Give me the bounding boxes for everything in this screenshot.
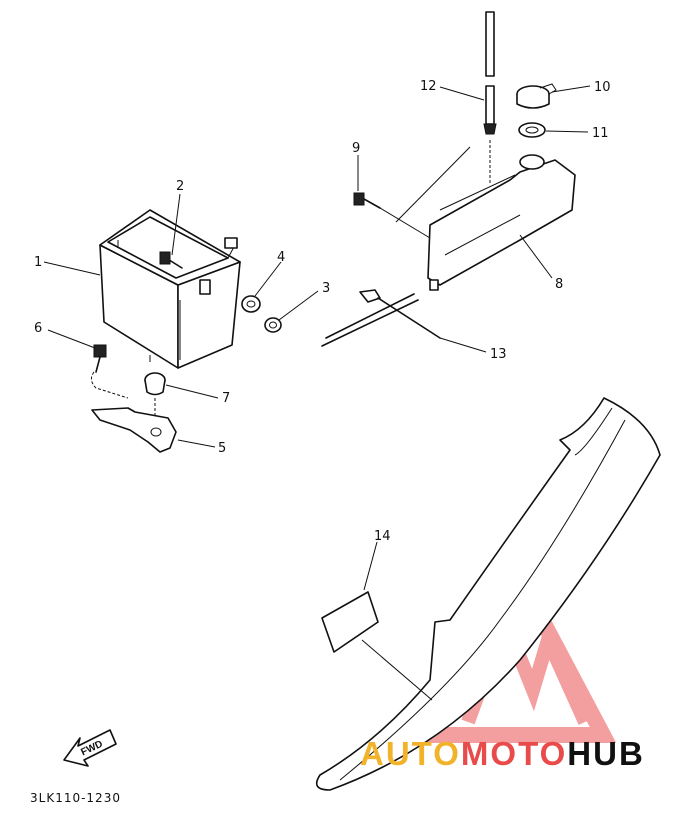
callout-12: 12 <box>420 79 437 94</box>
cap-part-10 <box>516 83 591 109</box>
diagram-code: 3LK110-1230 <box>30 791 121 805</box>
callout-5: 5 <box>218 441 226 456</box>
bolt-part-2 <box>159 193 183 269</box>
cable-tie-part-13 <box>321 289 487 353</box>
watermark-moto: MOTO <box>460 735 568 772</box>
callout-2: 2 <box>176 179 184 194</box>
callout-4: 4 <box>277 250 285 265</box>
side-cover <box>315 397 661 791</box>
callout-14: 14 <box>374 529 391 544</box>
callout-8: 8 <box>555 277 563 292</box>
forward-arrow-icon: FWD <box>63 729 117 767</box>
callout-10: 10 <box>594 80 611 95</box>
reservoir-tank-part-8 <box>395 146 576 291</box>
decal-part-14 <box>321 541 433 701</box>
callout-7: 7 <box>222 391 230 406</box>
leader-part-1 <box>43 261 101 276</box>
callout-6: 6 <box>34 321 42 336</box>
collar-part-7 <box>144 372 219 420</box>
watermark-text: AUTOMOTOHUB <box>360 735 645 773</box>
damper-part-4 <box>241 261 282 313</box>
callout-9: 9 <box>352 141 360 156</box>
collar-part-3 <box>264 290 319 333</box>
bolt-part-9 <box>353 155 431 239</box>
battery-box-part-1 <box>99 209 241 369</box>
watermark-hub: HUB <box>567 735 645 772</box>
callout-11: 11 <box>592 126 609 141</box>
callout-1: 1 <box>34 255 42 270</box>
bracket-part-5 <box>91 407 216 453</box>
washer-part-11 <box>518 122 589 138</box>
callout-13: 13 <box>490 347 507 362</box>
bolt-part-6 <box>47 329 129 399</box>
bolt-part-12 <box>439 11 497 185</box>
callout-3: 3 <box>322 281 330 296</box>
watermark-auto: AUTO <box>360 735 461 772</box>
